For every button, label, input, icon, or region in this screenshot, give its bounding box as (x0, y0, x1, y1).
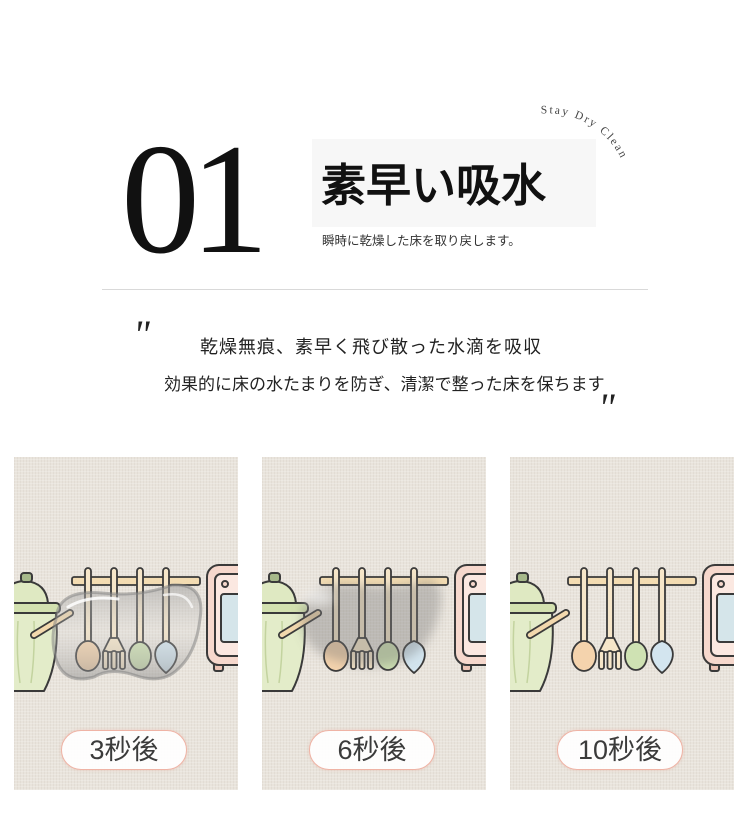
section-subtitle: 瞬時に乾燥した床を取り戻します。 (322, 234, 521, 248)
time-badge: 3秒後 (61, 730, 187, 770)
section-number: 01 (121, 112, 269, 287)
time-badge: 6秒後 (309, 730, 435, 770)
absorption-panel-3: 10秒後 (510, 457, 734, 790)
ladle-utensil (650, 567, 674, 674)
section-divider (102, 289, 648, 290)
quote-line: 乾燥無痕、素早く飛び散った水滴を吸収 (200, 337, 542, 357)
time-badge-label: 10秒後 (577, 734, 663, 765)
title-background (312, 139, 596, 227)
time-badge-label: 3秒後 (89, 734, 159, 765)
fork-utensil (598, 567, 622, 670)
section-title: 素早い吸水 (321, 160, 547, 211)
spoon-utensil (571, 567, 597, 672)
time-badge: 10秒後 (557, 730, 683, 770)
kitchen-illustration (510, 564, 734, 692)
open-quote-mark: " (133, 312, 150, 357)
absorption-panel-1: 3秒後 (14, 457, 238, 790)
water-puddle (51, 583, 203, 681)
absorption-panel-2: 6秒後 (262, 457, 486, 790)
oven-illustration (702, 564, 734, 672)
pot-illustration (510, 572, 570, 692)
time-badge-label: 6秒後 (337, 734, 407, 765)
green-spoon-utensil (624, 567, 648, 671)
kitchen-illustration (262, 564, 486, 692)
oven-illustration (206, 564, 238, 672)
water-absorbing (302, 579, 442, 667)
kitchen-illustration (14, 564, 238, 692)
oven-illustration (454, 564, 486, 672)
quote-line: 効果的に床の水たまりを防ぎ、清潔で整った床を保ちます (164, 375, 605, 394)
utensil-rack (567, 567, 697, 674)
